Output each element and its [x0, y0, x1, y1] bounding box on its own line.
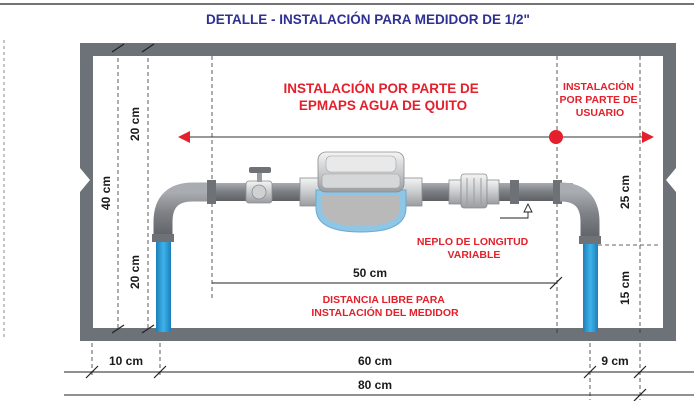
dim-20-cm-top: 20 cm: [128, 107, 142, 141]
dim-40-cm: 40 cm: [99, 176, 113, 210]
arrow-left-head: [178, 131, 190, 143]
dim-9-cm: 9 cm: [601, 354, 628, 368]
variable-nipple-label: NEPLO DE LONGITUD VARIABLE: [417, 236, 531, 261]
dim-25-cm: 25 cm: [618, 175, 632, 209]
left-supply-riser: [156, 242, 171, 332]
epmaps-installation-label: INSTALACIÓN POR PARTE DE EPMAPS AGUA DE …: [283, 81, 482, 113]
dim-80-cm: 80 cm: [358, 378, 392, 392]
right-wall-notch: [666, 168, 676, 192]
free-distance-label: DISTANCIA LIBRE PARA INSTALACIÓN DEL MED…: [311, 294, 459, 319]
diagram-title: DETALLE - INSTALACIÓN PARA MEDIDOR DE 1/…: [206, 12, 530, 27]
pipe-assembly: [152, 151, 601, 332]
dim-ticks-left: [111, 43, 155, 334]
dim-20-cm-bottom: 20 cm: [128, 255, 142, 289]
user-installation-label: INSTALACIÓN POR PARTE DE USUARIO: [560, 80, 641, 119]
arrow-right-head: [642, 131, 654, 143]
right-elbow: [559, 182, 600, 240]
dim-60-cm: 60 cm: [358, 354, 392, 368]
right-joint: [510, 180, 519, 204]
right-user-riser: [583, 244, 598, 332]
dim-ticks-bottom: [85, 365, 647, 401]
dim-10-cm: 10 cm: [109, 354, 143, 368]
water-meter: [299, 151, 423, 233]
elbow-joint-right: [553, 180, 562, 204]
left-elbow: [153, 182, 214, 238]
left-joint: [207, 180, 216, 204]
check-valve: [448, 173, 500, 209]
nipple-leader-arrow: [523, 202, 533, 213]
division-point-marker: [549, 130, 563, 144]
left-wall-notch: [80, 168, 90, 192]
ball-valve: [245, 167, 273, 204]
meter-box-wall: [80, 43, 676, 341]
dim-50-cm: 50 cm: [353, 266, 387, 280]
dim-15-cm: 15 cm: [618, 271, 632, 305]
